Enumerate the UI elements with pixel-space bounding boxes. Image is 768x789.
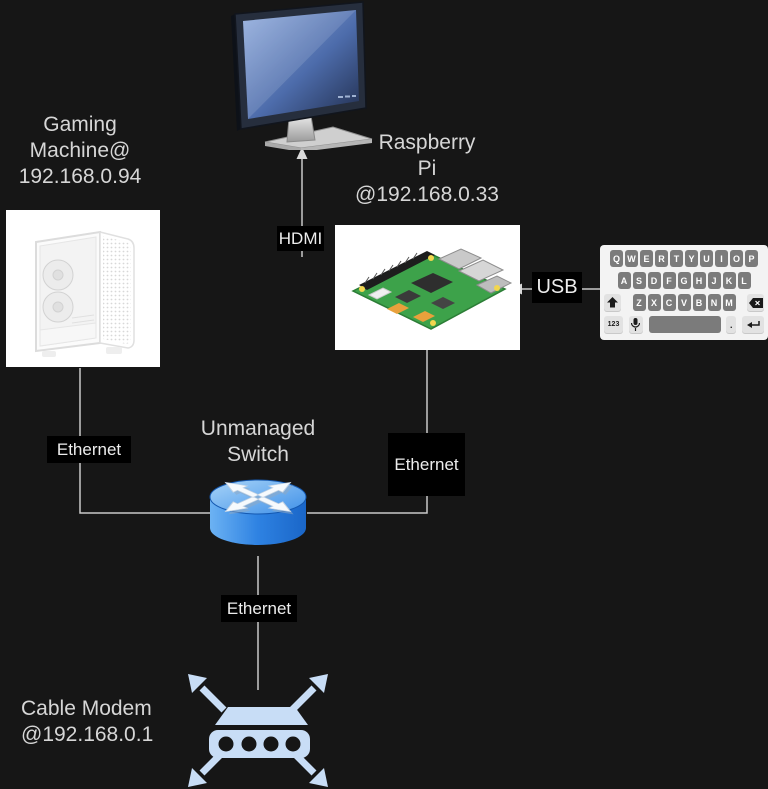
ethernet-label-gaming: Ethernet <box>47 436 131 463</box>
network-switch-icon <box>205 471 311 555</box>
usb-label-text: USB <box>536 276 578 298</box>
cable-modem-label: Cable Modem @192.168.0.1 <box>21 696 191 748</box>
numbers-key: 123 <box>604 316 623 333</box>
keyboard-key-c: C <box>662 294 676 311</box>
raspberry-pi-image <box>335 225 520 350</box>
ethernet-label-gaming-text: Ethernet <box>56 439 122 459</box>
gaming-machine-label-line3: 192.168.0.94 <box>18 165 142 189</box>
keyboard-key-u: U <box>700 250 713 267</box>
keyboard-key-y: Y <box>685 250 698 267</box>
raspberry-pi-label: Raspberry Pi @192.168.0.33 <box>332 130 522 208</box>
gaming-pc-image <box>6 210 160 367</box>
ethernet-label-pi: Ethernet <box>388 433 465 496</box>
raspberry-pi-label-line3: @192.168.0.33 <box>355 183 499 207</box>
keyboard-key-b: B <box>692 294 706 311</box>
period-key: . <box>726 316 737 333</box>
cable-modem-icon <box>180 672 336 789</box>
backspace-key-icon <box>747 294 764 311</box>
gaming-machine-label-line2: Machine@ <box>29 139 131 163</box>
raspberry-pi-label-line1: Raspberry <box>378 131 476 154</box>
keyboard-key-k: K <box>722 272 736 289</box>
ethernet-label-pi-text: Ethernet <box>394 454 459 474</box>
keyboard-key-o: O <box>730 250 743 267</box>
keyboard-key-d: D <box>647 272 661 289</box>
switch-label-line1: Unmanaged <box>200 417 316 440</box>
ethernet-label-modem: Ethernet <box>221 595 297 622</box>
keyboard-key-z: Z <box>632 294 646 311</box>
keyboard-key-j: J <box>707 272 721 289</box>
keyboard-key-p: P <box>745 250 758 267</box>
monitor-icon <box>225 0 375 152</box>
keyboard-key-m: M <box>722 294 736 311</box>
keyboard-key-e: E <box>640 250 653 267</box>
return-key-icon <box>742 316 764 333</box>
keyboard-key-v: V <box>677 294 691 311</box>
hdmi-label-text: HDMI <box>278 228 323 248</box>
gaming-machine-label-line1: Gaming <box>43 113 117 136</box>
keyboard-key-g: G <box>677 272 691 289</box>
switch-label: Unmanaged Switch <box>177 416 339 468</box>
keyboard-key-f: F <box>662 272 676 289</box>
space-key <box>648 316 721 333</box>
keyboard-key-i: I <box>715 250 728 267</box>
hdmi-label: HDMI <box>277 226 324 251</box>
keyboard-key-a: A <box>617 272 631 289</box>
raspberry-pi-label-line2: Pi <box>417 157 437 181</box>
keyboard-row-4: 123 . <box>600 316 768 333</box>
keyboard-key-w: W <box>625 250 638 267</box>
keyboard-key-q: Q <box>610 250 623 267</box>
switch-label-line2: Switch <box>227 443 289 467</box>
keyboard-key-s: S <box>632 272 646 289</box>
keyboard-key-x: X <box>647 294 661 311</box>
keyboard-key-t: T <box>670 250 683 267</box>
gaming-machine-label: Gaming Machine@ 192.168.0.94 <box>0 112 160 190</box>
microphone-key-icon <box>628 316 643 333</box>
keyboard-key-h: H <box>692 272 706 289</box>
shift-key-icon <box>604 294 621 311</box>
usb-label: USB <box>532 272 582 303</box>
cable-modem-label-line1: Cable Modem <box>21 697 152 720</box>
keyboard-key-r: R <box>655 250 668 267</box>
keyboard-key-n: N <box>707 294 721 311</box>
cable-modem-label-line2: @192.168.0.1 <box>21 723 154 747</box>
ethernet-label-modem-text: Ethernet <box>226 598 292 618</box>
keyboard-key-l: L <box>737 272 751 289</box>
